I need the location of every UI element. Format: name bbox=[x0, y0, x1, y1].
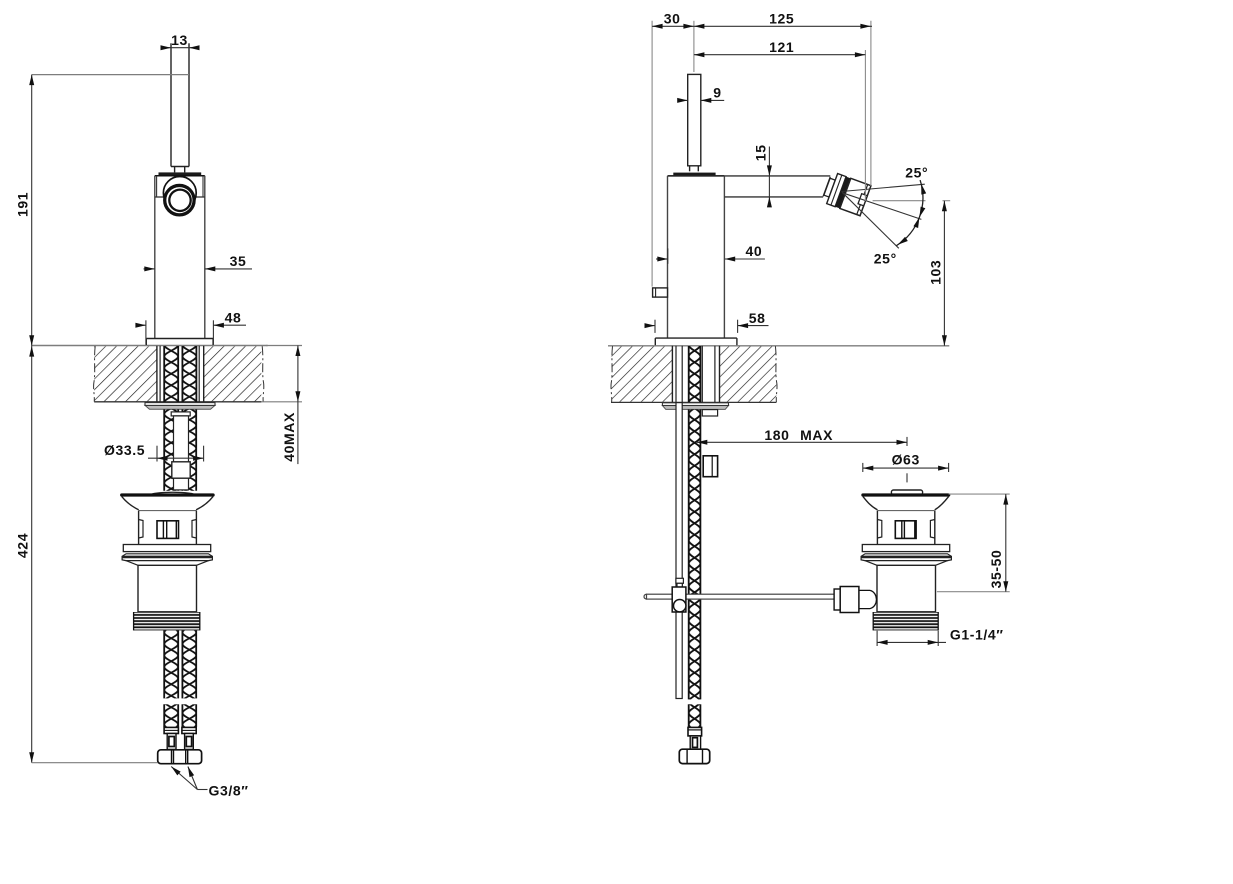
svg-text:125: 125 bbox=[769, 11, 794, 27]
svg-text:25°: 25° bbox=[874, 251, 897, 267]
svg-text:191: 191 bbox=[15, 192, 31, 217]
svg-text:40: 40 bbox=[746, 243, 763, 259]
svg-text:35: 35 bbox=[230, 253, 247, 269]
svg-text:424: 424 bbox=[15, 533, 31, 558]
svg-text:121: 121 bbox=[769, 39, 794, 55]
svg-text:58: 58 bbox=[749, 310, 766, 326]
svg-text:9: 9 bbox=[713, 85, 721, 101]
svg-text:Ø63: Ø63 bbox=[892, 452, 920, 468]
svg-text:G1-1/4″: G1-1/4″ bbox=[950, 627, 1004, 643]
svg-text:35-50: 35-50 bbox=[988, 550, 1004, 589]
svg-text:48: 48 bbox=[225, 309, 242, 325]
svg-text:103: 103 bbox=[928, 260, 944, 285]
svg-text:25°: 25° bbox=[905, 165, 928, 181]
svg-text:30: 30 bbox=[664, 11, 681, 27]
svg-text:Ø33.5: Ø33.5 bbox=[104, 442, 145, 458]
svg-text:40MAX: 40MAX bbox=[281, 412, 297, 462]
svg-text:MAX: MAX bbox=[800, 427, 833, 443]
svg-text:G3/8″: G3/8″ bbox=[209, 782, 249, 798]
svg-text:180: 180 bbox=[764, 427, 789, 443]
svg-text:13: 13 bbox=[171, 32, 188, 48]
svg-text:15: 15 bbox=[753, 144, 769, 161]
